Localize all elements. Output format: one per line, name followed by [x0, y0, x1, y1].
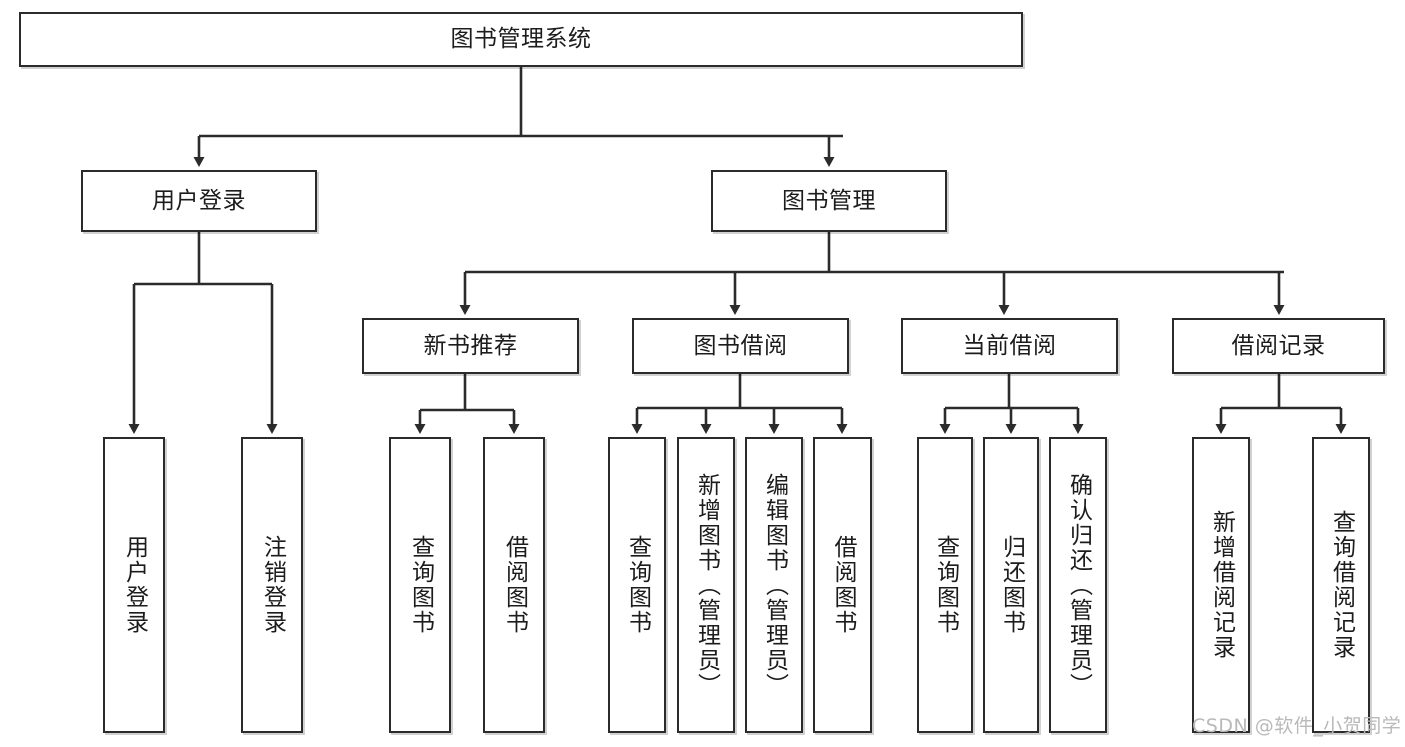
- node-book-management[interactable]: 图书管理: [711, 170, 947, 232]
- leaf-edit-book-admin[interactable]: 编辑图书（管理员）: [745, 437, 803, 733]
- node-borrow-record-label: 借阅记录: [1231, 332, 1326, 359]
- leaf-add-borrow-record-label: 新增借阅记录: [1208, 510, 1235, 660]
- node-root[interactable]: 图书管理系统: [19, 12, 1023, 67]
- leaf-query-book-current-label: 查询图书: [932, 535, 959, 635]
- leaf-confirm-return-admin-label: 确认归还（管理员）: [1065, 472, 1092, 698]
- leaf-query-book-current[interactable]: 查询图书: [917, 437, 973, 733]
- leaf-return-book-label: 归还图书: [998, 535, 1025, 635]
- node-new-book-recommend[interactable]: 新书推荐: [362, 318, 579, 374]
- leaf-add-book-admin[interactable]: 新增图书（管理员）: [677, 437, 735, 733]
- node-borrow-record[interactable]: 借阅记录: [1172, 318, 1385, 374]
- node-book-management-label: 图书管理: [782, 187, 876, 214]
- leaf-borrow-book[interactable]: 借阅图书: [813, 437, 872, 733]
- node-user-login[interactable]: 用户登录: [81, 170, 317, 232]
- node-new-book-recommend-label: 新书推荐: [423, 332, 518, 359]
- leaf-user-login-label: 用户登录: [121, 535, 148, 635]
- leaf-return-book[interactable]: 归还图书: [983, 437, 1039, 733]
- leaf-confirm-return-admin[interactable]: 确认归还（管理员）: [1049, 437, 1107, 733]
- node-root-label: 图书管理系统: [450, 26, 592, 53]
- leaf-borrow-book-recommend[interactable]: 借阅图书: [483, 437, 545, 733]
- node-current-borrow-label: 当前借阅: [962, 332, 1057, 359]
- leaf-edit-book-admin-label: 编辑图书（管理员）: [761, 472, 788, 698]
- watermark: CSDN @软件_小贺同学: [1192, 715, 1402, 737]
- leaf-logout-label: 注销登录: [259, 535, 286, 635]
- leaf-query-book-recommend[interactable]: 查询图书: [389, 437, 451, 733]
- node-book-borrow[interactable]: 图书借阅: [632, 318, 849, 374]
- node-current-borrow[interactable]: 当前借阅: [901, 318, 1118, 374]
- connectors: [128, 67, 1347, 434]
- node-book-borrow-label: 图书借阅: [693, 332, 788, 359]
- leaf-query-book-borrow[interactable]: 查询图书: [608, 437, 666, 733]
- leaf-add-borrow-record[interactable]: 新增借阅记录: [1192, 437, 1250, 733]
- leaf-logout[interactable]: 注销登录: [241, 437, 303, 733]
- leaf-query-book-recommend-label: 查询图书: [407, 535, 434, 635]
- leaf-add-book-admin-label: 新增图书（管理员）: [693, 472, 720, 698]
- leaf-borrow-book-recommend-label: 借阅图书: [501, 535, 528, 635]
- leaf-query-borrow-record[interactable]: 查询借阅记录: [1312, 437, 1370, 733]
- node-user-login-label: 用户登录: [152, 187, 246, 214]
- leaf-query-book-borrow-label: 查询图书: [624, 535, 651, 635]
- leaf-user-login[interactable]: 用户登录: [103, 437, 165, 733]
- leaf-query-borrow-record-label: 查询借阅记录: [1328, 510, 1355, 660]
- leaf-borrow-book-label: 借阅图书: [830, 535, 856, 635]
